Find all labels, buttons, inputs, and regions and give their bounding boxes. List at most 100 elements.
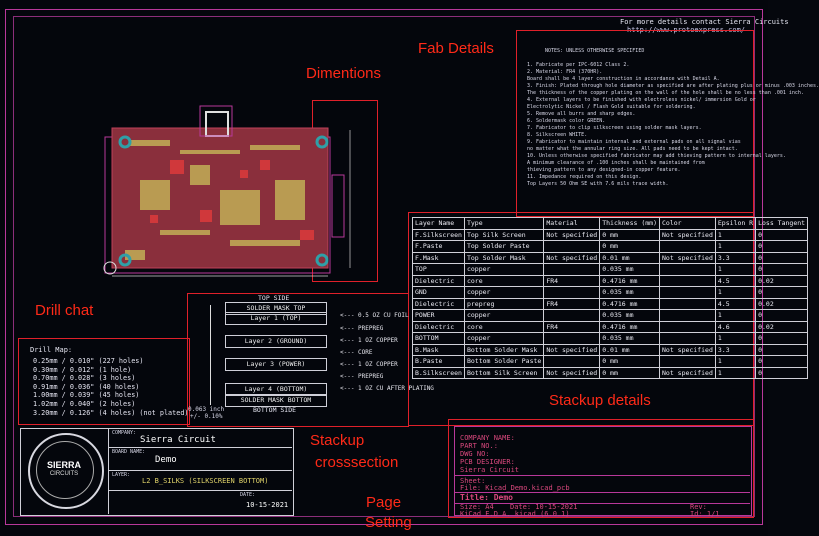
fab-notes-title: NOTES: UNLESS OTHERWISE SPECIFIED xyxy=(545,48,645,54)
stackup-cell xyxy=(543,263,601,276)
logo-text: SIERRA xyxy=(46,460,81,470)
stackup-cell xyxy=(659,309,716,322)
stackup-cell: Not specified xyxy=(543,366,601,379)
stackup-cell: prepreg xyxy=(463,297,545,310)
logo-sub: CIRCUITS xyxy=(49,471,79,477)
tb-date: Date: 10-15-2021 xyxy=(510,503,578,511)
company-value: Sierra Circuit xyxy=(140,435,216,445)
stackup-cell: Not specified xyxy=(543,251,601,264)
fab-note-item: no matter what the annular ring size. Al… xyxy=(527,146,738,152)
stackup-cell: Not specified xyxy=(543,343,601,356)
board-label: BOARD NAME: xyxy=(112,449,146,455)
company-label: COMPANY: xyxy=(112,430,137,436)
stackup-cell: Not specified xyxy=(543,228,601,241)
stackup-cell xyxy=(543,286,601,299)
stackup-cell: FR4 xyxy=(543,320,601,333)
stackup-cell: Dielectric xyxy=(412,297,465,310)
tb-part-no: PART NO.: xyxy=(460,442,498,450)
stackup-cell: B.Mask xyxy=(412,343,465,356)
stackup-cell: B.Silkscreen xyxy=(412,366,465,379)
stackup-header-cell: Type xyxy=(463,217,545,230)
stackup-cell: core xyxy=(463,274,545,287)
tb-row-line-3 xyxy=(454,503,750,504)
fab-note-item: 10. Unless otherwise specified fabricato… xyxy=(527,153,786,159)
stackup-cell: 0 xyxy=(755,228,809,241)
stackup-cell: 4.6 xyxy=(714,320,757,333)
stackup-cell: 1 xyxy=(714,355,757,368)
fab-note-item: 7. Fabricator to clip silkscreen using s… xyxy=(527,125,702,131)
cs-label-4: <--- CORE xyxy=(340,349,373,356)
stackup-cell: 0.01 mm xyxy=(599,251,660,264)
stackup-cell: 0.035 mm xyxy=(599,332,660,345)
stackup-cell: Bottom Solder Mask xyxy=(463,343,545,356)
stackup-cell: 0.02 xyxy=(755,297,809,310)
label-fab-details: Fab Details xyxy=(418,40,494,57)
tb-company-name: COMPANY NAME: xyxy=(460,434,515,442)
cs-label-5: <--- 1 OZ COPPER xyxy=(340,361,398,368)
cs-layer-4: Layer 4 (BOTTOM) xyxy=(225,383,327,396)
stackup-cell: Not specified xyxy=(659,366,716,379)
fab-note-item: 3. Finish: Plated through hole diameter … xyxy=(527,83,819,89)
contact-text: For more details contact Sierra Circuits xyxy=(620,18,789,26)
stackup-cell: 0 xyxy=(755,263,809,276)
drill-map-item: 0.70mm / 0.028" (3 holes) xyxy=(33,374,136,383)
cs-layer-2: Layer 2 (GROUND) xyxy=(225,335,327,348)
stackup-cell: Top Solder Mask xyxy=(463,251,545,264)
stackup-cell xyxy=(659,263,716,276)
stackup-cell: 0.4716 mm xyxy=(599,297,660,310)
cs-solder-mask-bottom: SOLDER MASK BOTTOM xyxy=(225,394,327,407)
fab-note-item: 9. Fabricator to maintain internal and e… xyxy=(527,139,741,145)
tb-rev: Rev: xyxy=(690,503,707,511)
label-drill-chat: Drill chat xyxy=(35,302,94,319)
stackup-cell: Bottom Silk Screen xyxy=(463,366,545,379)
stackup-cell: 0.02 xyxy=(755,274,809,287)
tb-dwg-no: DWG NO: xyxy=(460,450,490,458)
stackup-cell: Dielectric xyxy=(412,320,465,333)
stackup-cell: POWER xyxy=(412,309,465,322)
stackup-cell: copper xyxy=(463,309,545,322)
stackup-header-cell: Color xyxy=(659,217,716,230)
stackup-cell xyxy=(659,240,716,253)
stackup-cell: 1 xyxy=(714,332,757,345)
drill-map-title: Drill Map: xyxy=(30,346,73,354)
page-setting-panel xyxy=(448,419,754,518)
tb-title: Title: Demo xyxy=(460,493,513,502)
fab-note-item: 6. Soldermask color GREEN. xyxy=(527,118,606,124)
stackup-cell: 4.5 xyxy=(714,297,757,310)
fab-note-item: 11. Impedance required on this design. xyxy=(527,174,642,180)
left-row-line-2 xyxy=(108,470,292,471)
left-row-line-1 xyxy=(108,447,292,448)
cs-label-6: <--- PREPREG xyxy=(340,373,384,380)
cs-label-2: <--- PREPREG xyxy=(340,325,384,332)
tb-row-line-1 xyxy=(454,475,750,476)
stackup-cell: 0 mm xyxy=(599,355,660,368)
stackup-cell: 1 xyxy=(714,240,757,253)
tb-id: Id: 1/1 xyxy=(690,510,720,518)
stackup-cell xyxy=(659,274,716,287)
stackup-cell: 0 mm xyxy=(599,228,660,241)
stackup-cell: Not specified xyxy=(659,343,716,356)
tb-sheet: Sheet: xyxy=(460,477,486,485)
drill-map-item: 3.20mm / 0.126" (4 holes) (not plated) xyxy=(33,408,189,417)
stackup-cell: 0 xyxy=(755,251,809,264)
label-page-2: Setting xyxy=(365,514,412,531)
stackup-cell: Dielectric xyxy=(412,274,465,287)
label-page-1: Page xyxy=(366,494,402,511)
cs-label-1: <--- 0.5 OZ CU FOIL xyxy=(340,312,409,319)
fab-note-item: Board shall be 4 layer construction in a… xyxy=(527,76,720,82)
drill-map-item: 1.00mm / 0.039" (45 holes) xyxy=(33,391,140,400)
tb-file: File: Kicad_Demo.kicad_pcb xyxy=(460,484,570,492)
label-stackup-details: Stackup details xyxy=(549,392,651,409)
stackup-cell: 0 xyxy=(755,355,809,368)
stackup-cell: TOP xyxy=(412,263,465,276)
stackup-cell: 0.035 mm xyxy=(599,286,660,299)
cs-layer-3: Layer 3 (POWER) xyxy=(225,358,327,371)
label-stackup-cross-2: crosssection xyxy=(315,454,399,471)
stackup-cell: 3.3 xyxy=(714,343,757,356)
